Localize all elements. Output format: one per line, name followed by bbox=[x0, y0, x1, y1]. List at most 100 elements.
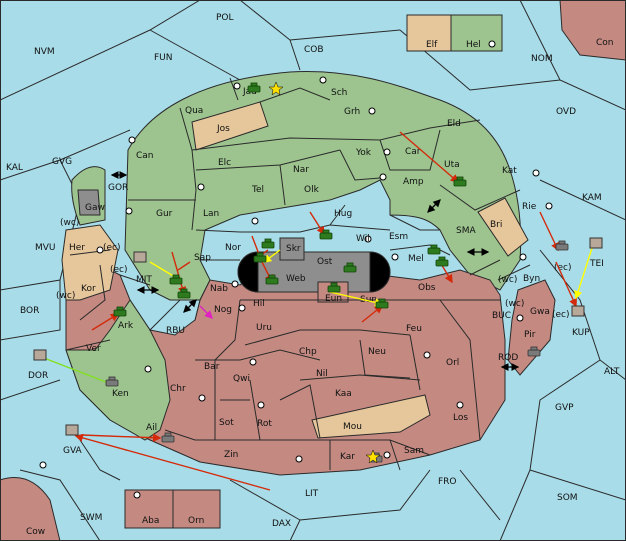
prov-sun: Sun bbox=[360, 295, 377, 305]
province-borders bbox=[65, 77, 531, 471]
tank-icon bbox=[105, 376, 119, 387]
coast-wc-gwa: (wc) bbox=[505, 299, 524, 309]
tank-icon bbox=[319, 229, 333, 240]
prov-jos: Jos bbox=[216, 124, 230, 134]
prov-eun: Eun bbox=[325, 294, 342, 304]
prov-sam: Sam bbox=[404, 446, 424, 456]
tank-icon bbox=[527, 346, 541, 357]
fleet-icon bbox=[65, 424, 79, 436]
prov-elc: Elc bbox=[218, 158, 231, 168]
sea-som: SOM bbox=[557, 493, 578, 503]
prov-ost: Ost bbox=[317, 257, 333, 267]
coast-wc-her: (wc) bbox=[60, 218, 79, 228]
sea-rod: ROD bbox=[498, 353, 518, 363]
tank-icon bbox=[169, 274, 183, 285]
sea-fro: FRO bbox=[438, 477, 457, 487]
prov-lan: Lan bbox=[203, 209, 219, 219]
prov-grh: Grh bbox=[344, 107, 360, 117]
prov-wil: Wil bbox=[356, 234, 370, 244]
prov-mel: Mel bbox=[408, 254, 424, 264]
prov-car: Car bbox=[405, 147, 421, 157]
sea-gva: GVA bbox=[63, 446, 83, 456]
prov-hil: Hil bbox=[253, 299, 265, 309]
sea-gvp: GVP bbox=[555, 403, 574, 413]
order-arrows bbox=[43, 131, 593, 491]
sea-kal: KAL bbox=[6, 163, 23, 173]
prov-sap: Sap bbox=[194, 253, 211, 263]
sea-bor: BOR bbox=[20, 306, 39, 316]
sea-sma: SMA bbox=[456, 226, 476, 236]
sea-gvg: GVG bbox=[52, 157, 72, 167]
prov-orl: Orl bbox=[446, 358, 459, 368]
coast-wc-byn: (wc) bbox=[498, 275, 517, 285]
sea-labels: POL NVM FUN COB NOM Con KAL GVG OVD KAM … bbox=[6, 13, 620, 537]
prov-chp: Chp bbox=[299, 347, 317, 357]
prov-tel: Tel bbox=[251, 185, 264, 195]
sea-gor: GOR bbox=[108, 183, 128, 193]
tank-icon bbox=[555, 240, 569, 251]
fleet-icon bbox=[589, 237, 603, 249]
tank-icon bbox=[253, 252, 267, 263]
prov-gur: Gur bbox=[156, 209, 173, 219]
prov-neu: Neu bbox=[368, 347, 386, 357]
sea-kam: KAM bbox=[582, 193, 602, 203]
prov-ail: Ail bbox=[146, 423, 157, 433]
prov-obs: Obs bbox=[418, 283, 436, 293]
prov-can: Can bbox=[136, 151, 154, 161]
sea-rbu: RBU bbox=[166, 326, 185, 336]
sea-nom: NOM bbox=[531, 54, 553, 64]
sea-cob: COB bbox=[304, 45, 324, 55]
coast-ec-her: (ec) bbox=[103, 243, 121, 253]
sea-lit: LIT bbox=[305, 489, 319, 499]
tank-icon bbox=[113, 306, 127, 317]
prov-qwi: Qwi bbox=[233, 374, 250, 384]
prov-kaa: Kaa bbox=[335, 389, 352, 399]
coast-ec-kor: (ec) bbox=[110, 265, 128, 275]
prov-zin: Zin bbox=[224, 450, 238, 460]
prov-yok: Yok bbox=[355, 148, 372, 158]
tank-icon bbox=[265, 274, 279, 285]
prov-hel: Hel bbox=[466, 40, 481, 50]
prov-mou: Mou bbox=[343, 422, 362, 432]
prov-olk: Olk bbox=[304, 185, 320, 195]
sea-ovd: OVD bbox=[556, 107, 576, 117]
sea-tei: TEI bbox=[589, 259, 604, 269]
prov-ken: Ken bbox=[112, 389, 129, 399]
tank-icon bbox=[161, 432, 175, 443]
tank-icon bbox=[427, 244, 441, 255]
sea-pol: POL bbox=[216, 13, 234, 23]
supply-centers bbox=[39, 40, 553, 499]
prov-sch: Sch bbox=[331, 88, 347, 98]
coast-ec-gwa: (ec) bbox=[552, 310, 570, 320]
prov-feu: Feu bbox=[406, 324, 422, 334]
tank-icon bbox=[375, 298, 389, 309]
sea-alt: ALT bbox=[604, 367, 620, 377]
fleet-icon bbox=[33, 349, 47, 361]
tank-icon bbox=[327, 282, 341, 293]
fleet-icon bbox=[133, 251, 147, 263]
prov-chr: Chr bbox=[170, 384, 186, 394]
prov-esm: Esm bbox=[389, 232, 408, 242]
fleet-icon bbox=[571, 305, 585, 317]
prov-rie: Rie bbox=[522, 202, 537, 212]
sea-dor: DOR bbox=[28, 371, 48, 381]
prov-uta: Uta bbox=[444, 160, 460, 170]
prov-bri: Bri bbox=[490, 220, 502, 230]
sea-swm: SWM bbox=[80, 513, 102, 523]
fleets bbox=[33, 237, 603, 436]
sea-nvm: NVM bbox=[34, 47, 55, 57]
province-labels: Elf Hel Jad Sch Qua Jos Grh Eld Can Elc … bbox=[69, 40, 550, 526]
prov-kat: Kat bbox=[502, 166, 517, 176]
sea-mit: MIT bbox=[136, 275, 152, 285]
coast-wc-kor: (wc) bbox=[56, 291, 75, 301]
prov-ver: Ver bbox=[86, 344, 101, 354]
prov-rot: Rot bbox=[257, 419, 272, 429]
prov-amp: Amp bbox=[403, 177, 424, 187]
star-icon bbox=[365, 449, 381, 464]
prov-her: Her bbox=[69, 243, 85, 253]
prov-gwa: Gwa bbox=[530, 307, 550, 317]
sea-fun: FUN bbox=[154, 53, 173, 63]
